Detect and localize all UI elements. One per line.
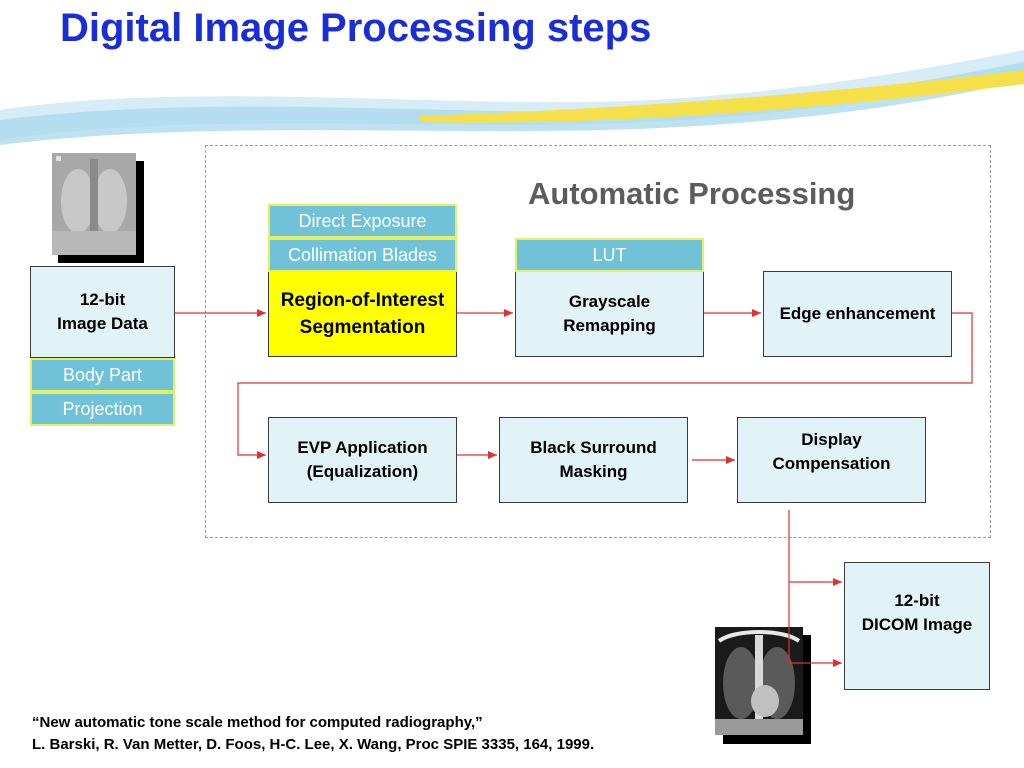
dicom-image-output-node: 12-bit DICOM Image xyxy=(844,562,990,690)
roi-segmentation-node: Region-of-Interest Segmentation xyxy=(268,271,457,357)
region-label: Automatic Processing xyxy=(528,176,856,211)
lut-tag: LUT xyxy=(515,238,704,272)
arrow-edge-to-evp xyxy=(237,312,973,459)
decorative-swoosh xyxy=(0,50,1024,145)
citation-authors: L. Barski, R. Van Metter, D. Foos, H-C. … xyxy=(32,736,595,753)
input-xray-image xyxy=(52,153,144,263)
black-surround-masking-node: Black Surround Masking xyxy=(499,417,688,503)
grayscale-remapping-node: Grayscale Remapping xyxy=(515,271,704,357)
direct-exposure-tag: Direct Exposure xyxy=(268,204,457,238)
image-data-input-node: 12-bit Image Data xyxy=(30,266,175,358)
slide-title: Digital Image Processing steps xyxy=(60,6,652,50)
output-xray-image xyxy=(715,627,811,744)
projection-tag: Projection xyxy=(30,392,175,426)
citation-title: “New automatic tone scale method for com… xyxy=(32,714,483,731)
citation: “New automatic tone scale method for com… xyxy=(32,712,594,756)
edge-enhancement-node: Edge enhancement xyxy=(763,271,952,357)
display-compensation-node: Display Compensation xyxy=(737,417,926,503)
body-part-tag: Body Part xyxy=(30,358,175,392)
collimation-blades-tag: Collimation Blades xyxy=(268,238,457,272)
automatic-processing-region xyxy=(205,145,991,538)
evp-application-node: EVP Application (Equalization) xyxy=(268,417,457,503)
